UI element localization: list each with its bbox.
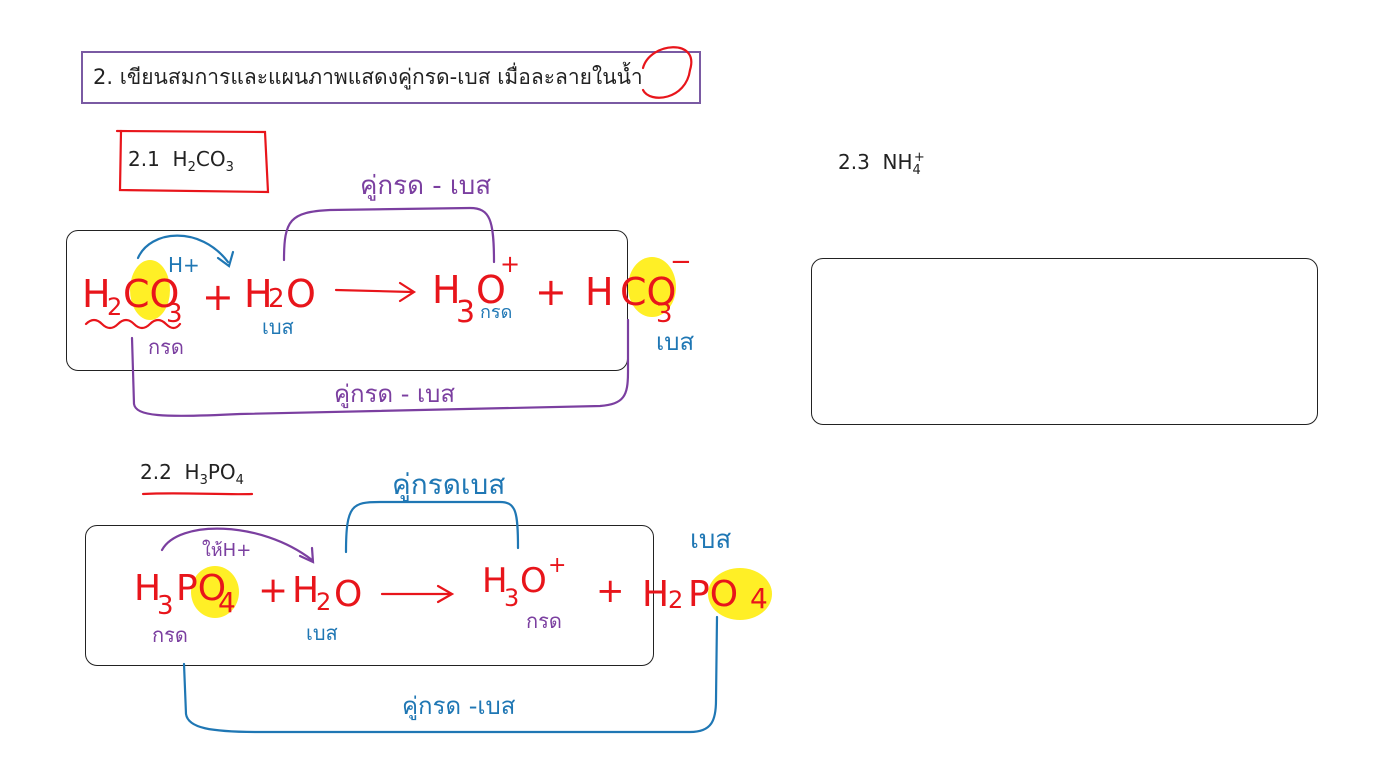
- eq1-p1-sub3: 3: [456, 295, 475, 330]
- eq1-label-base-1: เบส: [262, 315, 294, 339]
- highlight-h2po4: [708, 568, 772, 620]
- highlight-hco3: [628, 257, 676, 317]
- pair-bracket-top-1: [282, 206, 496, 264]
- eq2-r2-o: O: [334, 574, 362, 615]
- question-title-box: 2. เขียนสมการและแผนภาพแสดงคู่กรด-เบส เมื…: [81, 51, 701, 104]
- eq2-r2-h: H: [292, 570, 319, 611]
- proton-arrow-1-head: [216, 250, 235, 268]
- purple-brackets: [130, 206, 630, 417]
- eq2-annotations: ให้H+ กรด เบส กรด เบส คู่กรดเบส คู่กรด -…: [152, 468, 731, 721]
- section-2-3-label: 2.3 NH4+: [838, 150, 925, 178]
- eq2-p2-h: H: [642, 574, 669, 615]
- eq2-p1-sub3: 3: [504, 584, 519, 612]
- equation-1: H 2 CO 3 + H 2 O H 3 O + + H CO 3 −: [82, 247, 692, 330]
- highlight-co3: [130, 260, 170, 320]
- eq1-plus-2: +: [535, 270, 567, 314]
- arrow-1-shaft: [334, 288, 414, 294]
- box-2-1-label: [115, 129, 270, 194]
- eq1-p1-o: O: [476, 268, 506, 312]
- eq2-p1-o: O: [520, 561, 547, 601]
- eq2-r1-sub3: 3: [157, 591, 174, 621]
- highlights: [130, 257, 772, 620]
- eq2-r1-h: H: [134, 568, 161, 609]
- proton-arrow-2-head: [298, 546, 315, 564]
- arrow-1-head: [398, 281, 417, 303]
- eq1-r2-h: H: [244, 272, 273, 316]
- section-2-2-label: 2.2 H3PO4: [140, 460, 244, 488]
- purple-arrow-2: [160, 527, 315, 564]
- eq2-label-base-1: เบส: [306, 621, 338, 645]
- eq1-r1-sub2: 2: [107, 293, 122, 321]
- red-marks: [84, 46, 693, 604]
- eq1-plus-1: +: [202, 275, 234, 319]
- eq2-p2-sub2: 2: [668, 586, 683, 614]
- eq2-r1-po: PO: [176, 568, 226, 609]
- eq1-r1-h: H: [82, 272, 111, 316]
- eq2-plus-1: +: [258, 570, 288, 611]
- eq1-proton-label: H+: [168, 253, 200, 277]
- section-2-1-label: 2.1 H2CO3: [128, 147, 234, 175]
- eq1-pair-bottom: คู่กรด - เบส: [334, 380, 455, 409]
- question-title: 2. เขียนสมการและแผนภาพแสดงคู่กรด-เบส เมื…: [93, 65, 643, 89]
- eq1-r1-co: CO: [123, 272, 179, 316]
- eq2-p2-sub4: 4: [750, 582, 768, 615]
- eq2-label-acid-2: กรด: [526, 609, 562, 633]
- pair-bracket-top-2: [344, 500, 520, 554]
- eq2-label-acid-1: กรด: [152, 623, 188, 647]
- eq2-p1-charge: +: [548, 553, 566, 578]
- pair-bracket-bottom-1: [130, 318, 630, 417]
- pair-bracket-bottom-2: [182, 615, 719, 734]
- eq2-pair-bottom: คู่กรด -เบส: [402, 692, 516, 721]
- answer-box-2-3: [811, 258, 1318, 425]
- eq2-label-base-2: เบส: [690, 525, 731, 555]
- eq2-plus-2: +: [596, 571, 625, 611]
- eq1-r1-sub3: 3: [166, 299, 183, 329]
- eq1-p2-charge: −: [670, 247, 692, 277]
- eq1-annotations: H+ กรด เบส กรด เบส คู่กรด - เบส คู่กรด -…: [148, 171, 694, 409]
- eq2-pair-top: คู่กรดเบส: [392, 468, 505, 502]
- eq1-p1-h: H: [432, 268, 461, 312]
- eq2-r1-sub4: 4: [218, 586, 236, 619]
- squiggle-h2co3: [84, 318, 182, 330]
- highlight-po4: [191, 566, 239, 618]
- eq1-r2-o: O: [286, 272, 316, 316]
- eq2-r2-sub2: 2: [316, 588, 331, 616]
- eq1-label-base-2: เบส: [656, 328, 694, 356]
- eq1-label-acid-1: กรด: [148, 335, 184, 359]
- answer-box-2-2: [85, 525, 654, 666]
- eq1-r2-sub2: 2: [268, 284, 285, 314]
- eq2-p1-h: H: [482, 561, 508, 601]
- proton-arrow-2: [160, 527, 314, 562]
- eq2-p2-po: PO: [688, 574, 738, 615]
- eq2-proton-label: ให้H+: [202, 539, 251, 561]
- eq1-p1-charge: +: [500, 250, 520, 278]
- blue-marks: [136, 234, 719, 734]
- eq1-p2-sub3: 3: [656, 299, 673, 329]
- eq1-label-acid-2: กรด: [480, 302, 512, 323]
- circle-in-water: [641, 46, 693, 99]
- eq1-pair-top: คู่กรด - เบส: [360, 171, 491, 201]
- equation-2: H 3 PO 4 + H 2 O H 3 O + + H 2 PO 4: [134, 553, 768, 621]
- eq1-p2-co: CO: [620, 270, 676, 314]
- eq1-p2-h: H: [585, 270, 614, 314]
- answer-box-2-1: [66, 230, 628, 371]
- underline-2-2: [141, 492, 254, 496]
- arrow-2-head: [436, 584, 455, 604]
- proton-arrow-1: [136, 234, 230, 264]
